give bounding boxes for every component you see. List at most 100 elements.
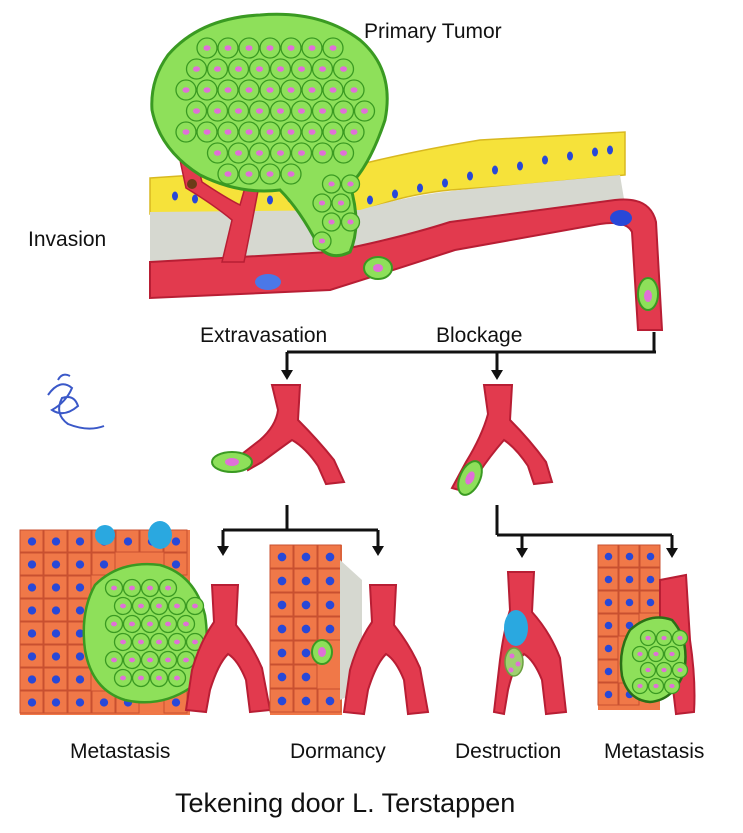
tissue-nucleus — [326, 601, 335, 610]
tumor-nucleus — [129, 622, 135, 627]
tumor-nucleus — [309, 45, 316, 51]
immune-cell — [95, 525, 115, 545]
tumor-nucleus — [319, 150, 326, 156]
tumor-nucleus — [214, 150, 221, 156]
tumor-nucleus — [645, 668, 650, 672]
tissue-nucleus — [278, 577, 287, 586]
epithelium-nucleus — [542, 156, 548, 165]
tumor-nucleus — [225, 45, 232, 51]
tissue-nucleus — [28, 537, 36, 545]
tissue-nucleus — [647, 599, 655, 607]
tumor-nucleus — [653, 652, 658, 656]
tumor-nucleus — [340, 66, 347, 72]
tumor-nucleus — [351, 129, 358, 135]
tissue-nucleus — [76, 583, 84, 591]
tumor-nucleus — [204, 45, 211, 51]
tissue-nucleus — [100, 698, 108, 706]
blockage-vessel — [452, 385, 552, 499]
tumor-nucleus — [138, 604, 144, 609]
tissue-nucleus — [302, 601, 311, 610]
tissue-nucleus — [28, 698, 36, 706]
epithelium-nucleus — [267, 196, 273, 205]
panel-dormancy — [270, 545, 428, 715]
tissue-nucleus — [76, 652, 84, 660]
tumor-nucleus — [319, 238, 325, 243]
tissue-nucleus — [302, 553, 311, 562]
tumor-nucleus — [661, 668, 666, 672]
tumor-nucleus — [319, 200, 325, 205]
immune-cell — [504, 610, 528, 646]
tumor-nucleus — [677, 668, 682, 672]
tumor-nucleus — [214, 108, 221, 114]
tumor-nucleus — [267, 45, 274, 51]
tumor-nucleus — [256, 66, 263, 72]
tumor-nucleus — [225, 458, 239, 466]
tumor-nucleus — [267, 129, 274, 135]
tissue-nucleus — [626, 599, 634, 607]
label-blockage: Blockage — [436, 324, 522, 348]
tissue-nucleus — [52, 606, 60, 614]
tissue-nucleus — [278, 601, 287, 610]
tumor-nucleus — [165, 586, 171, 591]
tumor-nucleus — [277, 108, 284, 114]
tissue-nucleus — [28, 606, 36, 614]
tumor-nucleus — [138, 676, 144, 681]
tumor-nucleus — [235, 108, 242, 114]
tumor-nucleus — [298, 108, 305, 114]
tumor-nucleus — [338, 200, 344, 205]
tissue-nucleus — [28, 629, 36, 637]
panel-metastasis-right — [598, 545, 695, 714]
tissue-nucleus — [605, 599, 613, 607]
epithelium-nucleus — [492, 166, 498, 175]
tumor-nucleus — [111, 622, 117, 627]
tumor-nucleus — [246, 45, 253, 51]
tissue-nucleus — [28, 675, 36, 683]
tumor-nucleus — [156, 604, 162, 609]
tissue-nucleus — [172, 537, 180, 545]
tumor-nucleus — [156, 676, 162, 681]
label-primary-tumor: Primary Tumor — [364, 20, 502, 44]
tissue-nucleus — [76, 560, 84, 568]
tissue-nucleus — [605, 553, 613, 561]
label-destruction: Destruction — [455, 740, 561, 764]
tumor-nucleus — [192, 604, 198, 609]
tissue-nucleus — [100, 560, 108, 568]
immune-cell — [148, 521, 172, 549]
tissue-nucleus — [52, 560, 60, 568]
tumor-nucleus — [246, 87, 253, 93]
tumor-nucleus — [277, 66, 284, 72]
tumor-nucleus — [204, 129, 211, 135]
tumor-nucleus — [330, 129, 337, 135]
tumor-nucleus — [120, 604, 126, 609]
tumor-nucleus — [373, 264, 383, 272]
tumor-nucleus — [340, 150, 347, 156]
tumor-nucleus — [669, 652, 674, 656]
tissue-nucleus — [52, 629, 60, 637]
tumor-nucleus — [246, 171, 253, 177]
label-extravasation: Extravasation — [200, 324, 327, 348]
tissue-nucleus — [278, 673, 287, 682]
tumor-nucleus — [246, 129, 253, 135]
tumor-nucleus — [183, 622, 189, 627]
tumor-nucleus — [147, 586, 153, 591]
tissue-nucleus — [278, 649, 287, 658]
tumor-nucleus — [298, 150, 305, 156]
tissue-nucleus — [302, 649, 311, 658]
arrow-down-icon — [491, 370, 503, 380]
tumor-nucleus — [661, 636, 666, 640]
epithelium-nucleus — [467, 172, 473, 181]
tissue-nucleus — [605, 576, 613, 584]
tumor-nucleus — [288, 129, 295, 135]
tumor-nucleus — [183, 129, 190, 135]
tumor-nucleus — [120, 640, 126, 645]
tumor-nucleus — [298, 66, 305, 72]
tumor-nucleus — [319, 108, 326, 114]
tissue-nucleus — [28, 560, 36, 568]
tumor-nucleus — [340, 108, 347, 114]
tissue-nucleus — [302, 697, 311, 706]
blood-cell — [255, 274, 281, 290]
tumor-nucleus — [193, 108, 200, 114]
tumor-nucleus — [156, 640, 162, 645]
arrow-down-icon — [516, 548, 528, 558]
